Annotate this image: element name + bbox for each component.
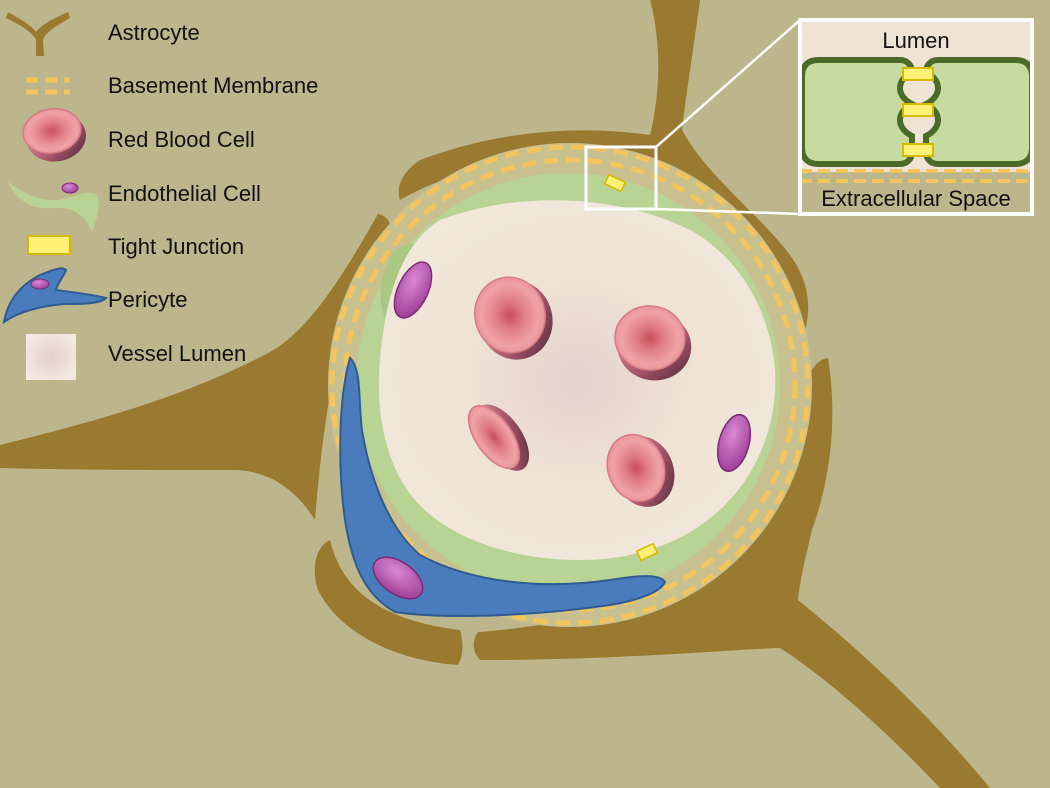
legend-label-red-blood-cell: Red Blood Cell [108, 127, 255, 152]
red-blood-cell-1 [474, 276, 553, 360]
legend-basement-membrane-icon [26, 77, 70, 95]
legend-label-basement-membrane: Basement Membrane [108, 73, 318, 98]
legend-red-blood-cell-icon [22, 108, 87, 162]
vessel-lumen [378, 200, 776, 560]
legend-pericyte-icon [2, 267, 108, 325]
zoom-source-box [584, 145, 658, 211]
basement-membrane-outer [329, 144, 811, 626]
legend-vessel-lumen-icon [26, 334, 76, 380]
zoom-line-bottom [655, 207, 801, 216]
legend-endothelial-cell-icon [8, 182, 99, 232]
legend-astrocyte-icon [6, 12, 70, 56]
red-blood-cell-2 [614, 305, 692, 381]
inset-tight-junction-1 [902, 67, 934, 81]
zoom-line-top [655, 19, 801, 148]
inset-lumen-label: Lumen [882, 28, 949, 53]
pericyte-nucleus [372, 556, 424, 600]
astrocyte-bottom-left-foot [314, 540, 463, 665]
pericyte [339, 356, 667, 617]
endothelial-nucleus-right [716, 413, 752, 473]
legend-label-pericyte: Pericyte [108, 287, 187, 312]
legend: Astrocyte Basement Membrane Red Blood Ce… [2, 12, 318, 380]
inset-tight-junction-2 [902, 103, 934, 117]
inset-tight-junction-3 [902, 143, 934, 157]
astrocyte-left-process [0, 214, 392, 520]
inset-extracellular-label: Extracellular Space [821, 186, 1011, 211]
tight-junction-top [603, 173, 627, 193]
red-blood-cell-4 [606, 433, 675, 507]
inset-frame [798, 18, 1034, 216]
inset-endothelial-cell-left [800, 57, 919, 167]
legend-label-tight-junction: Tight Junction [108, 234, 244, 259]
legend-label-endothelial-cell: Endothelial Cell [108, 181, 261, 206]
inset-endothelial-cell-right [919, 57, 1032, 167]
legend-label-vessel-lumen: Vessel Lumen [108, 341, 246, 366]
endothelial-nucleus-left [393, 261, 433, 319]
inset-panel: Lumen Extracellular Space [798, 18, 1034, 216]
legend-label-astrocyte: Astrocyte [108, 20, 200, 45]
red-blood-cell-3 [467, 404, 530, 471]
legend-tight-junction-icon [27, 235, 71, 255]
tight-junction-bottom [635, 542, 659, 562]
astrocyte-bottom-right-process [473, 358, 990, 788]
